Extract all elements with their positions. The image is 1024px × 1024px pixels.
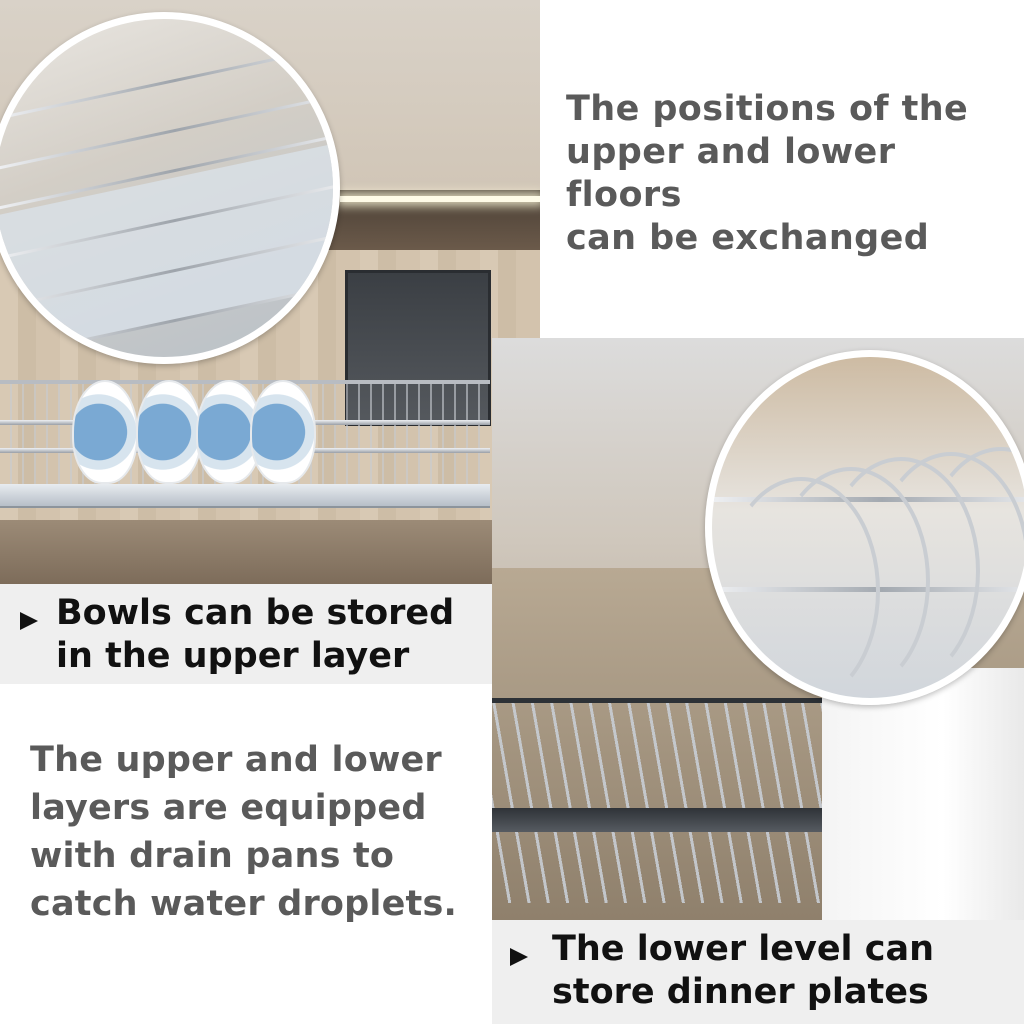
heading-line: The positions of the xyxy=(566,89,969,129)
cabinet-bottom xyxy=(0,520,540,584)
body-line: with drain pans to xyxy=(30,836,395,876)
body-line: The upper and lower xyxy=(30,740,442,780)
caption-line: Bowls can be stored xyxy=(56,593,455,633)
white-side-panel xyxy=(822,668,1024,920)
floors-exchange-heading: The positions of the upper and lower flo… xyxy=(566,88,1021,260)
body-line: layers are equipped xyxy=(30,788,427,828)
plate-rack-closeup-inset xyxy=(705,350,1024,705)
heading-line: upper and lower floors xyxy=(566,132,896,215)
triangle-right-icon xyxy=(510,948,528,966)
caption-line: store dinner plates xyxy=(552,972,929,1012)
upper-layer-caption: Bowls can be stored in the upper layer xyxy=(0,584,492,684)
lower-level-caption: The lower level can store dinner plates xyxy=(492,920,1024,1024)
heading-line: can be exchanged xyxy=(566,218,930,258)
bowl xyxy=(250,380,316,484)
plate-wire-rack xyxy=(492,698,822,903)
drain-tray xyxy=(492,808,822,832)
plate-wire xyxy=(872,452,1024,680)
drain-tray xyxy=(0,484,490,508)
body-line: catch water droplets. xyxy=(30,884,458,924)
caption-line: The lower level can xyxy=(552,929,935,969)
upper-rack-closeup-inset xyxy=(0,12,340,364)
bowl xyxy=(72,380,138,484)
bowl xyxy=(136,380,202,484)
triangle-right-icon xyxy=(20,612,38,630)
drain-pans-description: The upper and lower layers are equipped … xyxy=(30,736,480,928)
led-light-strip xyxy=(340,196,540,202)
caption-line: in the upper layer xyxy=(56,636,410,676)
